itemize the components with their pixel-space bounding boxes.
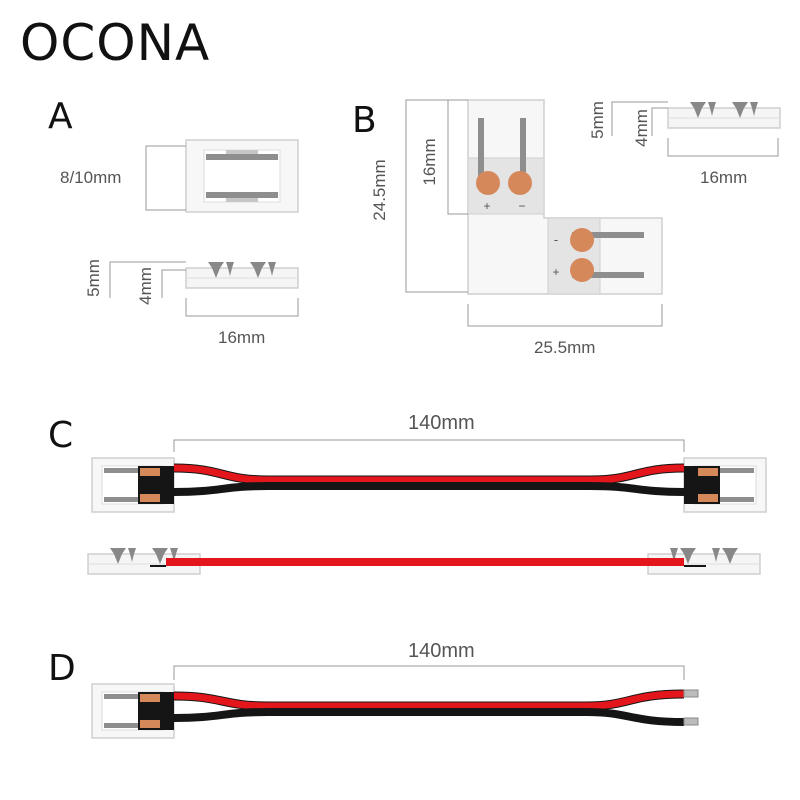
section-d-graphics	[91, 665, 699, 739]
b-width-dim: 25.5mm	[534, 338, 596, 357]
b-minus-side: -	[554, 232, 558, 247]
b-minus-top: −	[518, 199, 525, 213]
b-side-length-dim: 16mm	[700, 168, 748, 187]
b-arm-dim: 16mm	[420, 138, 439, 186]
b-height-dim: 24.5mm	[370, 159, 389, 221]
section-a-graphics	[109, 139, 299, 317]
b-side-inner-dim: 4mm	[632, 109, 651, 147]
a-length-dim: 16mm	[218, 328, 266, 347]
a-width-dim: 8/10mm	[60, 168, 122, 187]
section-label-b: B	[352, 100, 377, 141]
section-label-c: C	[48, 415, 74, 456]
a-height-outer-dim: 5mm	[84, 259, 103, 297]
b-side-outer-dim: 5mm	[588, 101, 607, 139]
section-b-graphics: + − - +	[405, 99, 781, 327]
section-c-graphics	[87, 439, 767, 575]
section-label-a: A	[48, 96, 73, 137]
brand-logo: OCONA	[20, 14, 211, 72]
b-plus-top: +	[483, 199, 490, 213]
b-plus-side: +	[552, 265, 559, 279]
a-height-inner-dim: 4mm	[136, 267, 155, 305]
section-label-d: D	[48, 648, 76, 689]
d-length-dim: 140mm	[408, 640, 475, 662]
c-length-dim: 140mm	[408, 412, 475, 434]
